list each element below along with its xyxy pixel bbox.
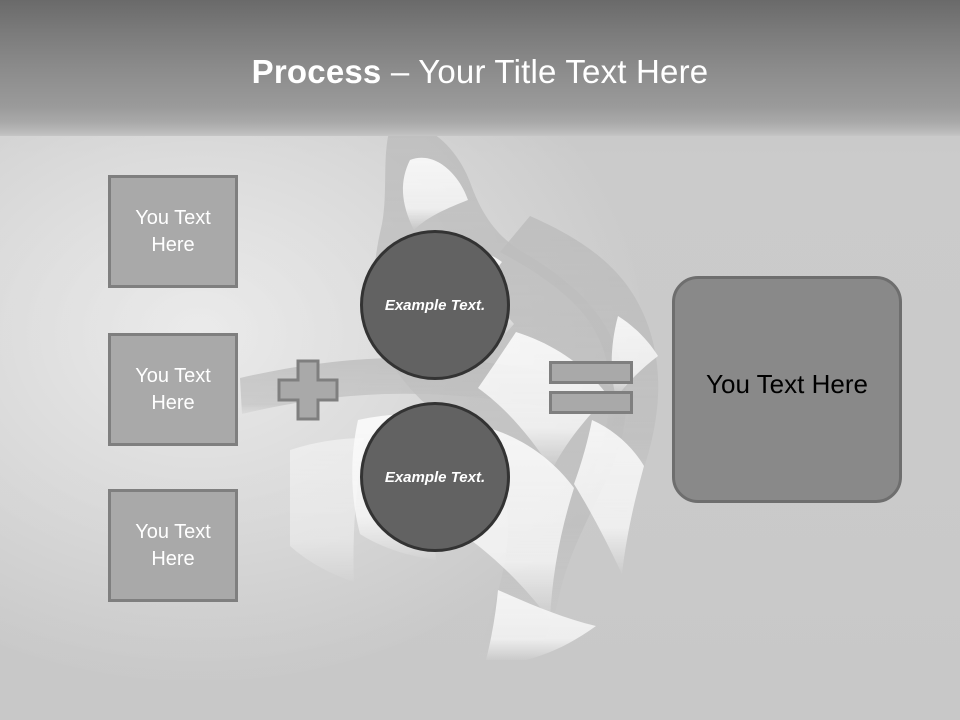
input-box-1[interactable]: You Text Here [108, 175, 238, 288]
input-box-1-label: You Text Here [135, 206, 211, 256]
title-band [0, 0, 960, 136]
equals-icon [549, 361, 633, 415]
equals-bar-bottom [549, 391, 633, 414]
input-box-3-label: You Text Here [135, 520, 211, 570]
page-title: Process – Your Title Text Here [0, 52, 960, 92]
example-circle-2-label: Example Text. [384, 468, 486, 486]
title-bold-part: Process [251, 53, 382, 90]
input-box-3[interactable]: You Text Here [108, 489, 238, 602]
example-circle-1[interactable]: Example Text. [360, 230, 510, 380]
example-circle-1-label: Example Text. [384, 296, 486, 314]
example-circle-2[interactable]: Example Text. [360, 402, 510, 552]
equals-bar-top [549, 361, 633, 384]
result-box-label: You Text Here [706, 368, 868, 399]
input-box-2-label: You Text Here [135, 364, 211, 414]
title-rest: Your Title Text Here [418, 53, 709, 90]
title-dash: – [381, 53, 419, 90]
input-box-2[interactable]: You Text Here [108, 333, 238, 446]
plus-icon [277, 359, 339, 421]
result-box[interactable]: You Text Here [672, 276, 902, 503]
